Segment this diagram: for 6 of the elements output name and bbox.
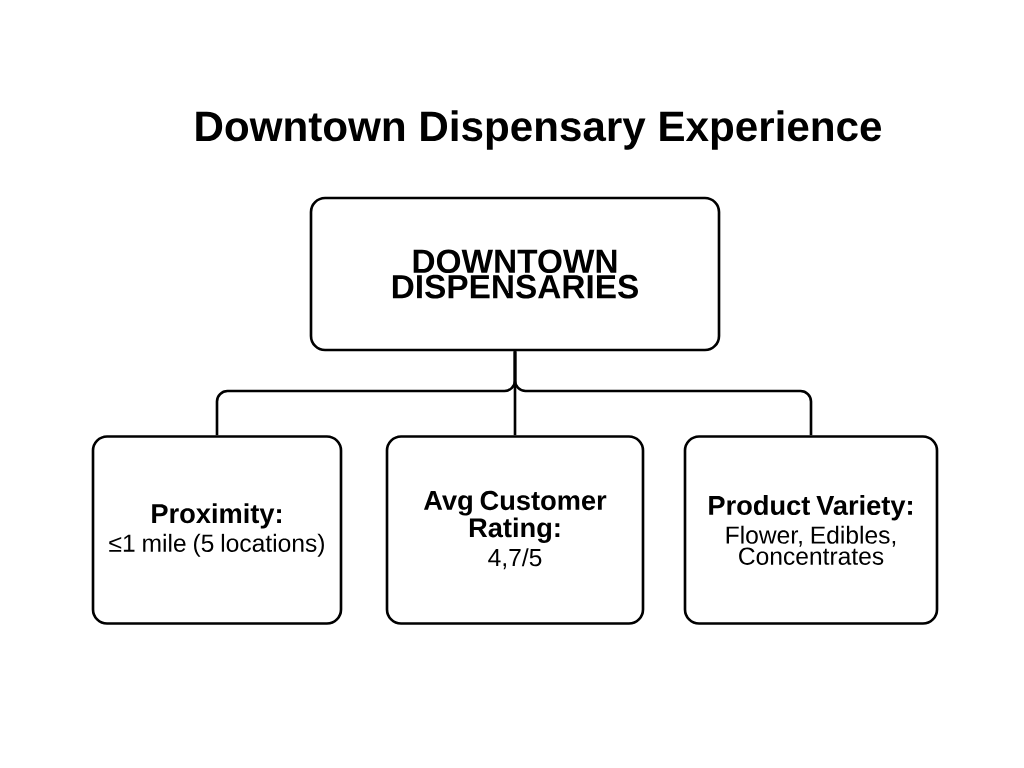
category-box: Avg Customer Rating: 4,7/5 <box>385 435 645 625</box>
title: Downtown Dispensary Experience <box>196 110 882 150</box>
root-box: DOWNTOWN DISPENSARIES <box>309 196 721 352</box>
category-box: Proximity: ≤1 mile (5 locations) <box>91 435 343 625</box>
category-box: Product Variety: Flower, Edibles, Concentrates <box>683 435 939 625</box>
connector-line <box>513 351 813 436</box>
